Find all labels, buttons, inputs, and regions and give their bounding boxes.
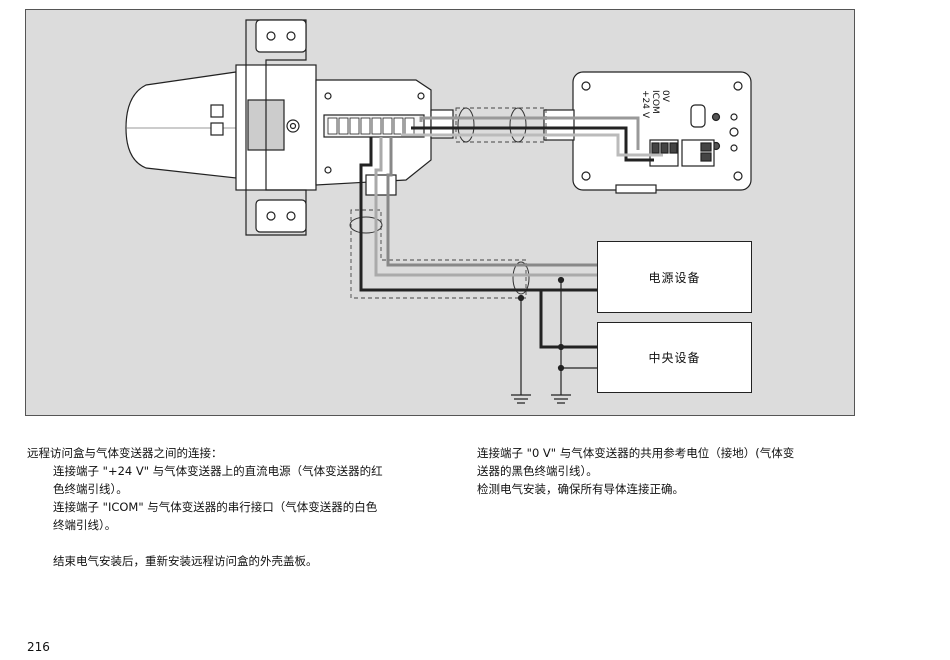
- central-device-label: 中央设备: [648, 349, 700, 366]
- connection-heading: 远程访问盒与气体变送器之间的连接：: [27, 444, 447, 462]
- item1-line1: 连接端子 "+24 V" 与气体变送器上的直流电源（气体变送器的红: [27, 462, 447, 480]
- terminal-label-icom: ICOM: [650, 90, 660, 114]
- right-column: 连接端子 "0 V" 与气体变送器的共用参考电位（接地）(气体变 送器的黑色终端…: [477, 444, 857, 498]
- item3-line1: 连接端子 "0 V" 与气体变送器的共用参考电位（接地）(气体变: [477, 444, 857, 462]
- ground-symbols: [511, 278, 598, 404]
- terminal-label-24v: +24 V: [640, 90, 650, 118]
- item2-line2: 终端引线）。: [27, 516, 447, 534]
- left-column: 远程访问盒与气体变送器之间的连接： 连接端子 "+24 V" 与气体变送器上的直…: [27, 444, 447, 570]
- check-instruction: 检测电气安装，确保所有导体连接正确。: [477, 480, 857, 498]
- central-device-box: 中央设备: [597, 322, 752, 393]
- power-device-box: 电源设备: [597, 241, 752, 313]
- terminal-label-0v: 0V: [660, 90, 670, 102]
- page-number: 216: [27, 640, 50, 654]
- item2-line1: 连接端子 "ICOM" 与气体变送器的串行接口（气体变送器的白色: [27, 498, 447, 516]
- wiring-diagram: 0V ICOM +24 V 电源设备 中央设备: [25, 9, 855, 416]
- item1-line2: 色终端引线）。: [27, 480, 447, 498]
- gas-transmitter: [126, 20, 453, 235]
- power-device-label: 电源设备: [648, 269, 700, 286]
- item3-line2: 送器的黑色终端引线）。: [477, 462, 857, 480]
- closing-instruction: 结束电气安装后，重新安装远程访问盒的外壳盖板。: [27, 552, 447, 570]
